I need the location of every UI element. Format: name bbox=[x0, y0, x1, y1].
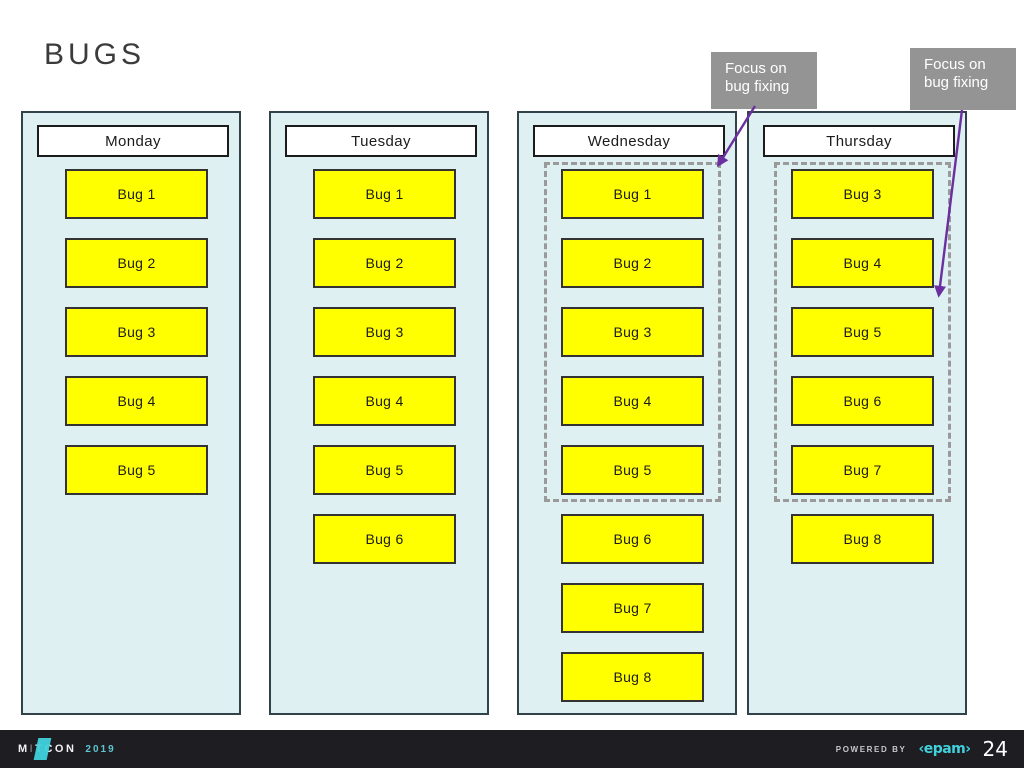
bug-card[interactable]: Bug 4 bbox=[65, 376, 208, 426]
bug-card-label: Bug 2 bbox=[613, 255, 652, 271]
slide-footer: MITCON 2019 POWERED BY ‹epam› 24 bbox=[0, 730, 1024, 768]
bug-card-label: Bug 5 bbox=[843, 324, 882, 340]
bug-card[interactable]: Bug 6 bbox=[313, 514, 456, 564]
bug-card[interactable]: Bug 5 bbox=[791, 307, 934, 357]
bug-card-label: Bug 4 bbox=[117, 393, 156, 409]
bug-card-label: Bug 3 bbox=[843, 186, 882, 202]
bug-card-label: Bug 3 bbox=[365, 324, 404, 340]
epam-logo: ‹epam› bbox=[918, 741, 971, 757]
column-header-thursday: Thursday bbox=[763, 125, 955, 157]
bug-card[interactable]: Bug 6 bbox=[561, 514, 704, 564]
bug-card[interactable]: Bug 7 bbox=[561, 583, 704, 633]
mitcon-diamond-icon bbox=[33, 738, 52, 760]
bug-card-label: Bug 4 bbox=[843, 255, 882, 271]
bug-card[interactable]: Bug 2 bbox=[561, 238, 704, 288]
bug-card-label: Bug 8 bbox=[613, 669, 652, 685]
bug-card-label: Bug 7 bbox=[613, 600, 652, 616]
bug-card-label: Bug 3 bbox=[117, 324, 156, 340]
callout-line-2: bug fixing bbox=[924, 74, 989, 92]
mitcon-wordmark: MITCON bbox=[18, 738, 76, 760]
callout-line-2: bug fixing bbox=[725, 78, 790, 96]
column-header-wednesday: Wednesday bbox=[533, 125, 725, 157]
bug-card[interactable]: Bug 3 bbox=[791, 169, 934, 219]
bug-card-label: Bug 2 bbox=[365, 255, 404, 271]
bug-card[interactable]: Bug 4 bbox=[561, 376, 704, 426]
bug-card[interactable]: Bug 1 bbox=[65, 169, 208, 219]
bug-card[interactable]: Bug 6 bbox=[791, 376, 934, 426]
page-number: 24 bbox=[982, 737, 1008, 761]
bug-card-label: Bug 5 bbox=[117, 462, 156, 478]
bug-card-label: Bug 6 bbox=[613, 531, 652, 547]
bug-card[interactable]: Bug 1 bbox=[561, 169, 704, 219]
bug-card[interactable]: Bug 1 bbox=[313, 169, 456, 219]
bug-card-label: Bug 8 bbox=[843, 531, 882, 547]
bug-card-label: Bug 4 bbox=[613, 393, 652, 409]
powered-by-label: POWERED BY bbox=[835, 744, 907, 754]
callout-line-1: Focus on bbox=[924, 56, 986, 73]
bug-card-label: Bug 6 bbox=[365, 531, 404, 547]
bug-card-label: Bug 1 bbox=[117, 186, 156, 202]
bug-card[interactable]: Bug 4 bbox=[313, 376, 456, 426]
bug-card[interactable]: Bug 3 bbox=[561, 307, 704, 357]
bug-card[interactable]: Bug 2 bbox=[313, 238, 456, 288]
bug-card[interactable]: Bug 4 bbox=[791, 238, 934, 288]
bug-card[interactable]: Bug 5 bbox=[561, 445, 704, 495]
bug-card[interactable]: Bug 3 bbox=[313, 307, 456, 357]
bug-card[interactable]: Bug 5 bbox=[313, 445, 456, 495]
mitcon-logo: MITCON 2019 bbox=[18, 738, 116, 760]
mitcon-year: 2019 bbox=[85, 743, 116, 755]
column-header-tuesday: Tuesday bbox=[285, 125, 477, 157]
column-header-monday: Monday bbox=[37, 125, 229, 157]
bug-card-label: Bug 5 bbox=[613, 462, 652, 478]
bug-card-label: Bug 7 bbox=[843, 462, 882, 478]
bug-card-label: Bug 4 bbox=[365, 393, 404, 409]
bug-card-label: Bug 6 bbox=[843, 393, 882, 409]
bug-card-label: Bug 2 bbox=[117, 255, 156, 271]
mitcon-brand-hidden: I bbox=[29, 743, 36, 755]
bug-card[interactable]: Bug 8 bbox=[561, 652, 704, 702]
bug-card[interactable]: Bug 5 bbox=[65, 445, 208, 495]
bug-card-label: Bug 1 bbox=[613, 186, 652, 202]
callout-line-1: Focus on bbox=[725, 60, 787, 77]
bug-card[interactable]: Bug 2 bbox=[65, 238, 208, 288]
bug-card-label: Bug 5 bbox=[365, 462, 404, 478]
bug-card-label: Bug 3 bbox=[613, 324, 652, 340]
bug-card[interactable]: Bug 3 bbox=[65, 307, 208, 357]
page-title: BUGS bbox=[44, 38, 146, 71]
bug-card-label: Bug 1 bbox=[365, 186, 404, 202]
bug-card[interactable]: Bug 8 bbox=[791, 514, 934, 564]
bug-card[interactable]: Bug 7 bbox=[791, 445, 934, 495]
footer-sponsor-group: POWERED BY ‹epam› 24 bbox=[835, 737, 1008, 761]
mitcon-brand-main: M bbox=[18, 743, 30, 755]
